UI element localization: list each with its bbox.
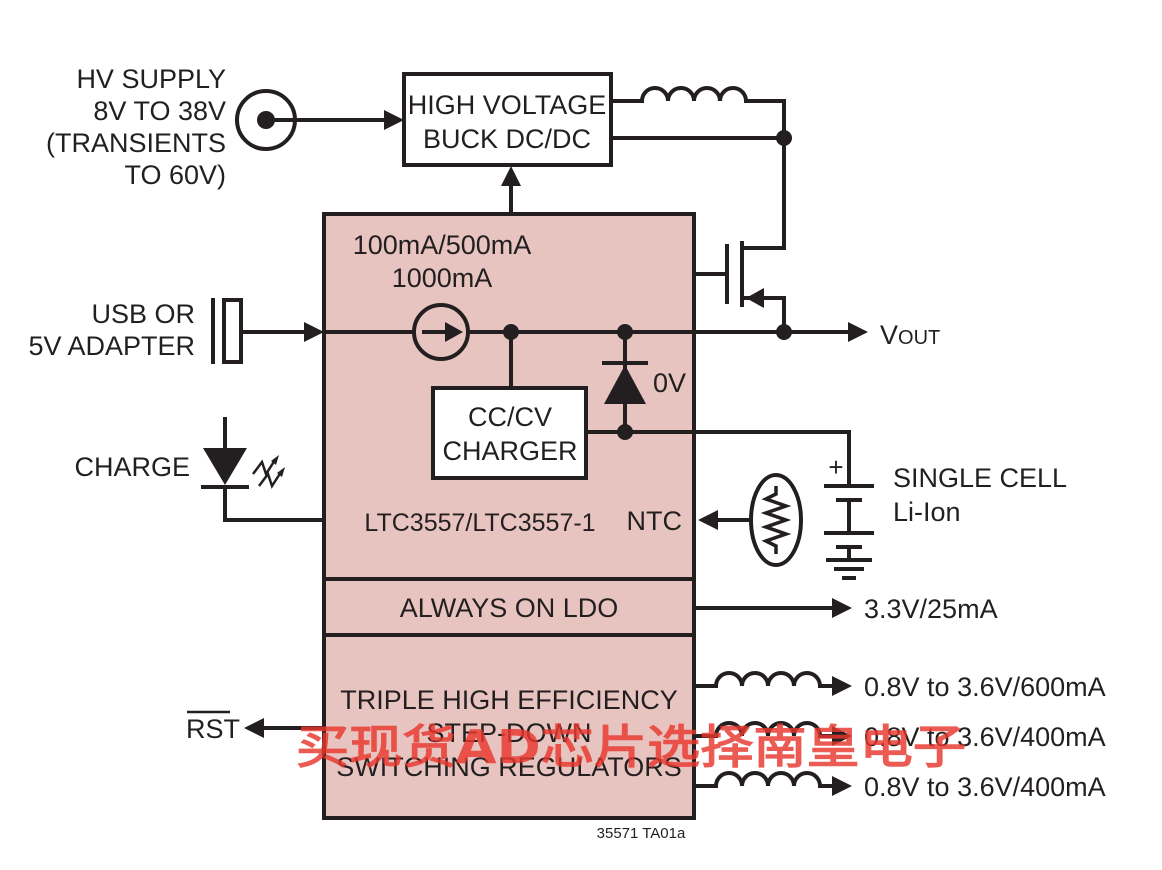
current-limit-label-line2: 1000mA [392,263,493,293]
battery-label-line1: SINGLE CELL [893,463,1067,493]
regulator-2-output-label: 0.8V to 3.6V/400mA [864,722,1106,752]
ntc-label: NTC [627,506,683,536]
regulator-1-inductor-icon [714,671,822,687]
usb-connector-icon [211,298,243,364]
rst-arrow-icon [244,718,264,738]
ideal-diode-icon [602,330,648,434]
charger-label-line2: CHARGER [442,436,577,466]
ldo-output-arrow-icon [832,598,852,618]
ltc3557-chip-body [322,212,696,820]
battery-wire [692,430,851,486]
usb-label: USB OR 5V ADAPTER [28,299,195,361]
buck-control-arrow-icon [501,166,521,186]
svg-text:8V TO 38V: 8V TO 38V [93,96,226,126]
hv-buck-label-line1: HIGH VOLTAGE [408,90,607,120]
usb-input-arrow-icon [304,322,324,342]
charger-box [431,386,588,480]
hv-buck-label-line2: BUCK DC/DC [423,124,591,154]
ntc-arrow-icon [698,510,718,530]
regulator-output-2 [692,721,852,746]
regulator-1-output-label: 0.8V to 3.6V/600mA [864,672,1106,702]
chip-name-label: LTC3557/LTC3557-1 [364,509,595,537]
charge-label: CHARGE [74,452,190,482]
svg-text:HV SUPPLY: HV SUPPLY [76,64,226,94]
svg-text:(TRANSIENTS: (TRANSIENTS [46,128,226,158]
regulator-2-inductor-icon [714,721,822,737]
buck-inductor-wire [744,99,786,250]
regulator-output-1 [692,671,852,696]
svg-text:USB OR: USB OR [91,299,195,329]
ntc-thermistor-icon [749,473,803,567]
buck-inductor-icon [640,86,748,102]
hv-supply-label: HV SUPPLY 8V TO 38V (TRANSIENTS TO 60V) [46,64,226,190]
regulators-label-line1: TRIPLE HIGH EFFICIENCY [340,685,678,715]
regulator-3-output-label: 0.8V to 3.6V/400mA [864,772,1106,802]
vout-arrow-icon [848,322,868,342]
rst-label: RST [186,714,240,744]
hv-buck-box [402,72,613,167]
current-limit-label-line1: 100mA/500mA [353,230,532,260]
battery-plus-sign: + [828,452,843,482]
ideal-diode-label: 0V [653,368,686,398]
svg-text:TO 60V): TO 60V) [124,160,226,190]
regulators-label-line2: STEP-DOWN [427,718,592,748]
buck-node-dot [776,130,792,146]
svg-text:5V ADAPTER: 5V ADAPTER [28,331,195,361]
ldo-label: ALWAYS ON LDO [400,593,619,623]
charge-led-icon [201,417,285,489]
charge-led-wire [223,485,326,522]
figure-id: 35571 TA01a [597,825,686,842]
battery-icon [824,484,874,562]
regulators-label-line3: SWITCHING REGULATORS [336,752,682,782]
node-dot-vout [776,324,792,340]
ground-icon [826,558,872,580]
battery-label-line2: Li-Ion [893,497,961,527]
pmos-transistor-icon [695,241,786,334]
ldo-output-label: 3.3V/25mA [864,594,998,624]
node-dot-battery [617,424,633,440]
vout-label: VOUT [880,320,940,350]
watermark-text: 买现货AD芯片选择南皇电子 [296,720,966,774]
hv-supply-arrow-icon [384,110,404,130]
charger-label-line1: CC/CV [468,402,552,432]
regulator-output-3 [692,771,852,796]
regulator-3-inductor-icon [714,771,822,787]
